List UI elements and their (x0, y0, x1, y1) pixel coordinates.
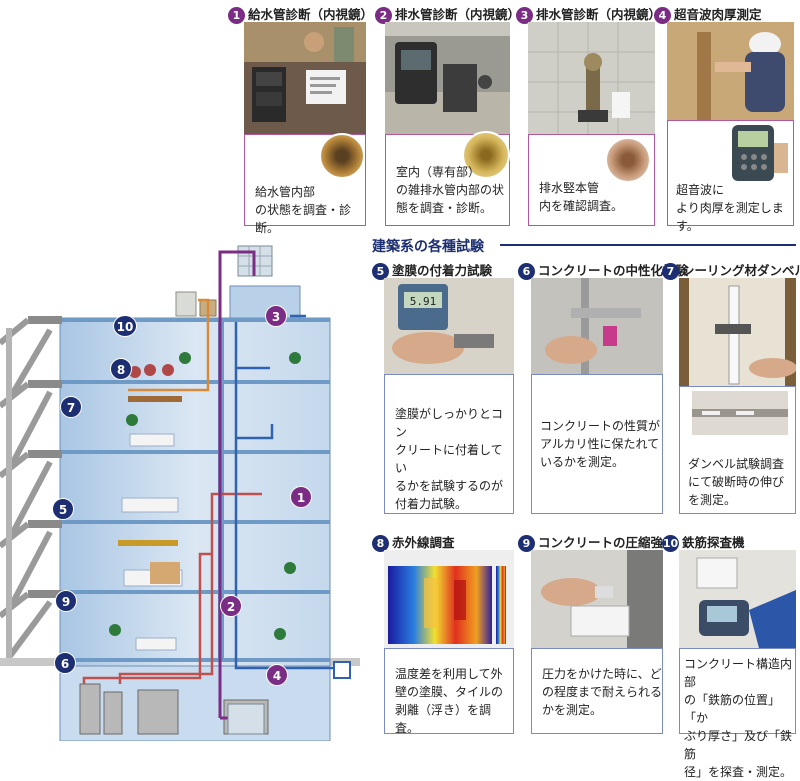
item3-card: 排水竪本管 内を確認調査。 (528, 134, 655, 226)
section-heading: 建築系の各種試験 (372, 239, 484, 255)
item8-photo (384, 550, 514, 648)
diagram-marker-9: 9 (55, 590, 77, 612)
item1-photo (244, 22, 366, 134)
diagram-marker-2: 2 (220, 595, 242, 617)
item5-photo: 5.91 (384, 278, 514, 374)
item1-desc: 給水管内部 の状態を調査・診断。 (255, 185, 352, 235)
item10-photo (679, 550, 796, 648)
item2-inset-icon (462, 131, 510, 179)
item4-card: 超音波に より肉厚を測定します。 (667, 120, 794, 233)
diagram-marker-4: 4 (266, 664, 288, 686)
item6-desc: コンクリートの性質が アルカリ性に保たれて いるかを測定。 (540, 419, 661, 469)
building-diagram (0, 238, 360, 741)
item4-desc: 超音波に より肉厚を測定します。 (676, 183, 784, 233)
item2-desc: 室内（専有部） の雑排水管内部の状 態を調査・診断。 (396, 165, 505, 215)
item7-desc: ダンベル試験調査 にて破断時の伸び を測定。 (688, 457, 785, 507)
item9-desc: 圧力をかけた時に、ど の程度まで耐えられる かを測定。 (542, 667, 663, 717)
item2-card: 室内（専有部） の雑排水管内部の状 態を調査・診断。 (385, 131, 510, 226)
item6-card: コンクリートの性質が アルカリ性に保たれて いるかを測定。 (531, 374, 663, 514)
svg-text:5.91: 5.91 (410, 295, 437, 308)
diagram-marker-3: 3 (265, 305, 287, 327)
diagram-marker-10: 10 (113, 315, 137, 337)
item10-card: コンクリート構造内部 の「鉄筋の位置」「か ぶり厚さ」及び「鉄筋 径」を探査・測… (679, 648, 796, 779)
item4-photo (667, 22, 794, 120)
section-divider (500, 244, 796, 246)
item10-desc: コンクリート構造内部 の「鉄筋の位置」「か ぶり厚さ」及び「鉄筋 径」を探査・測… (684, 657, 793, 779)
item6-photo (531, 278, 663, 374)
item9-photo (531, 550, 663, 648)
item1-inset-icon (319, 133, 365, 179)
item4-device-inset (724, 123, 790, 183)
item8-card: 温度差を利用して外 壁の塗膜、タイルの 剥離（浮き）を調査。 (384, 648, 514, 735)
item5-card: 塗膜がしっかりとコン クリートに付着してい るかを試験するのが 付着力試験。 (384, 374, 514, 514)
item8-desc: 温度差を利用して外 壁の塗膜、タイルの 剥離（浮き）を調査。 (395, 667, 504, 735)
diagram-marker-7: 7 (60, 396, 82, 418)
item9-card: 圧力をかけた時に、ど の程度まで耐えられる かを測定。 (531, 648, 663, 734)
diagram-marker-6: 6 (54, 652, 76, 674)
diagram-marker-8: 8 (110, 358, 132, 380)
diagram-marker-1: 1 (290, 486, 312, 508)
item3-photo (528, 22, 655, 134)
item7-title: 7シーリング材ダンベル試験 (662, 260, 800, 280)
item5-desc: 塗膜がしっかりとコン クリートに付着してい るかを試験するのが 付着力試験。 (395, 407, 504, 511)
item3-inset-icon (605, 137, 651, 183)
item2-photo (385, 22, 510, 134)
diagram-marker-5: 5 (52, 498, 74, 520)
item7-photo (679, 278, 796, 386)
item1-card: 給水管内部 の状態を調査・診断。 (244, 133, 366, 235)
item7-sealant-inset (692, 391, 788, 435)
item7-card: ダンベル試験調査 にて破断時の伸び を測定。 (679, 386, 796, 514)
item3-desc: 排水竪本管 内を確認調査。 (539, 181, 624, 213)
